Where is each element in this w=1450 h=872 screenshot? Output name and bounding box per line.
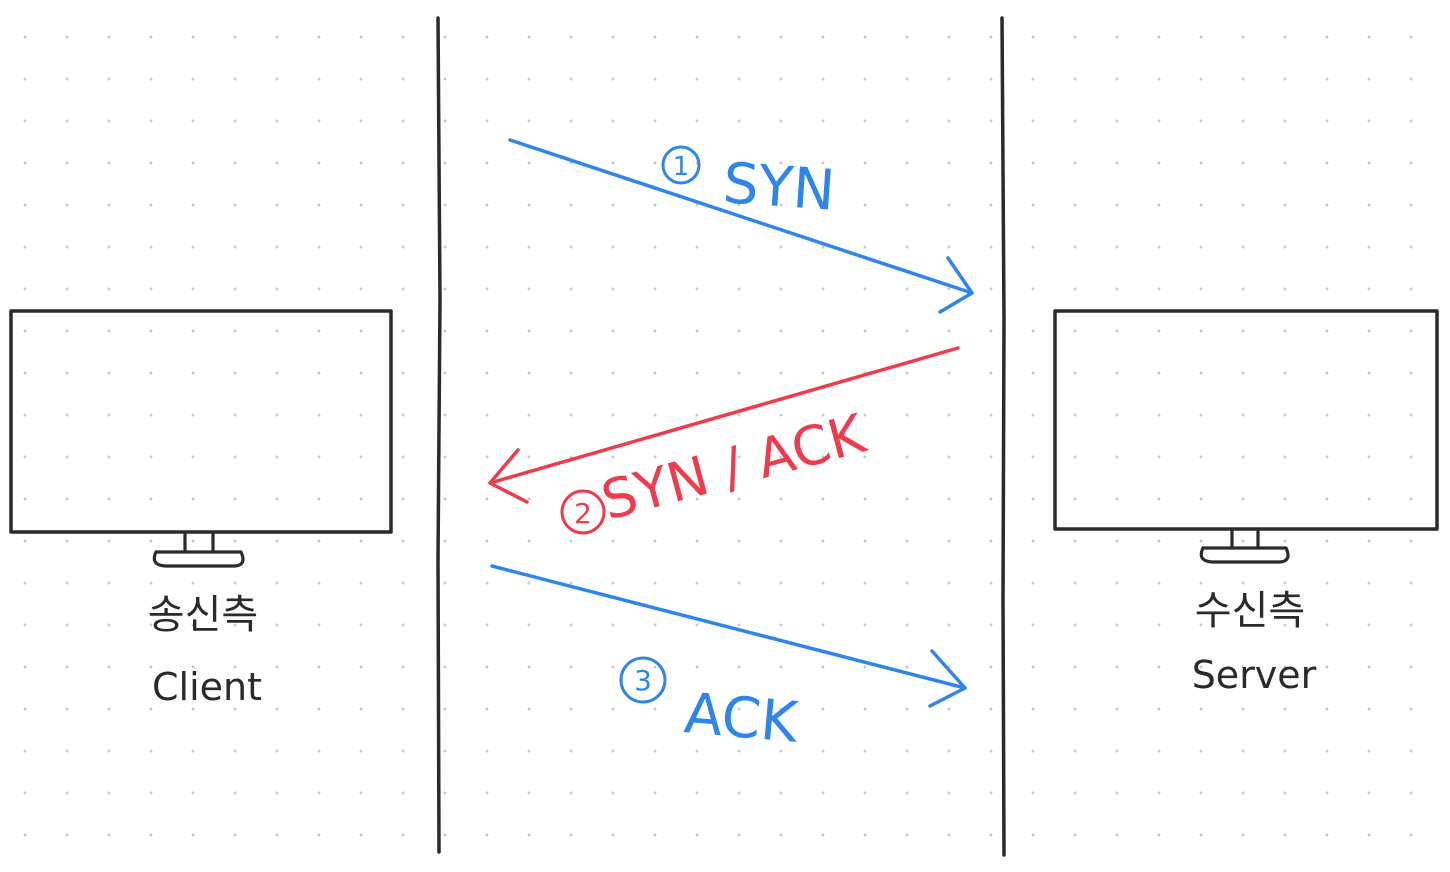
client-monitor-icon bbox=[9, 309, 393, 568]
syn-ack-step-number-text: 2 bbox=[574, 497, 592, 530]
client-label-ko: 송신측 bbox=[148, 592, 258, 638]
server-label-en: Server bbox=[1192, 653, 1317, 697]
ack-label: ACK bbox=[682, 681, 802, 756]
server-monitor-icon bbox=[1053, 309, 1439, 564]
left-divider-line bbox=[436, 16, 442, 854]
syn-arrow bbox=[508, 138, 974, 314]
client-label-en: Client bbox=[152, 665, 262, 709]
ack-arrow bbox=[490, 564, 967, 708]
syn-ack-arrow bbox=[488, 346, 960, 504]
syn-ack-step-number: 2 bbox=[560, 489, 606, 535]
right-divider-line bbox=[1000, 16, 1006, 857]
server-label-ko: 수신측 bbox=[1195, 588, 1305, 634]
syn-step-number-text: 1 bbox=[673, 152, 690, 182]
ack-step-number: 3 bbox=[619, 656, 667, 704]
syn-label: SYN bbox=[721, 151, 837, 224]
ack-step-number-text: 3 bbox=[634, 664, 652, 697]
syn-step-number: 1 bbox=[661, 145, 701, 185]
syn-ack-label: SYN / ACK bbox=[595, 402, 873, 533]
